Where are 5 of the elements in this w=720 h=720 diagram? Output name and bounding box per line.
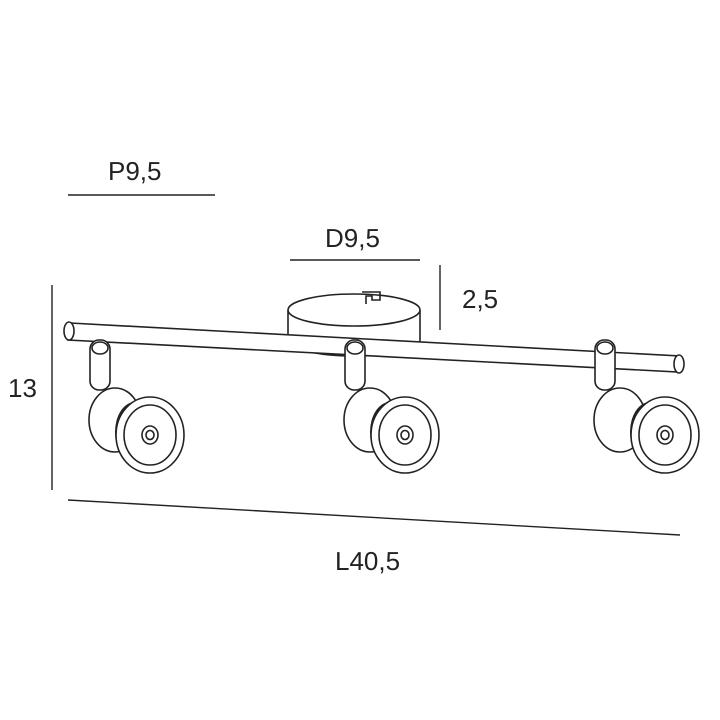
dimension-label: 13	[8, 375, 37, 401]
dimension-label: L40,5	[335, 548, 400, 574]
dimension-label: 2,5	[462, 286, 498, 312]
dimension-label: D9,5	[325, 225, 380, 251]
dimension-label: P9,5	[108, 158, 162, 184]
